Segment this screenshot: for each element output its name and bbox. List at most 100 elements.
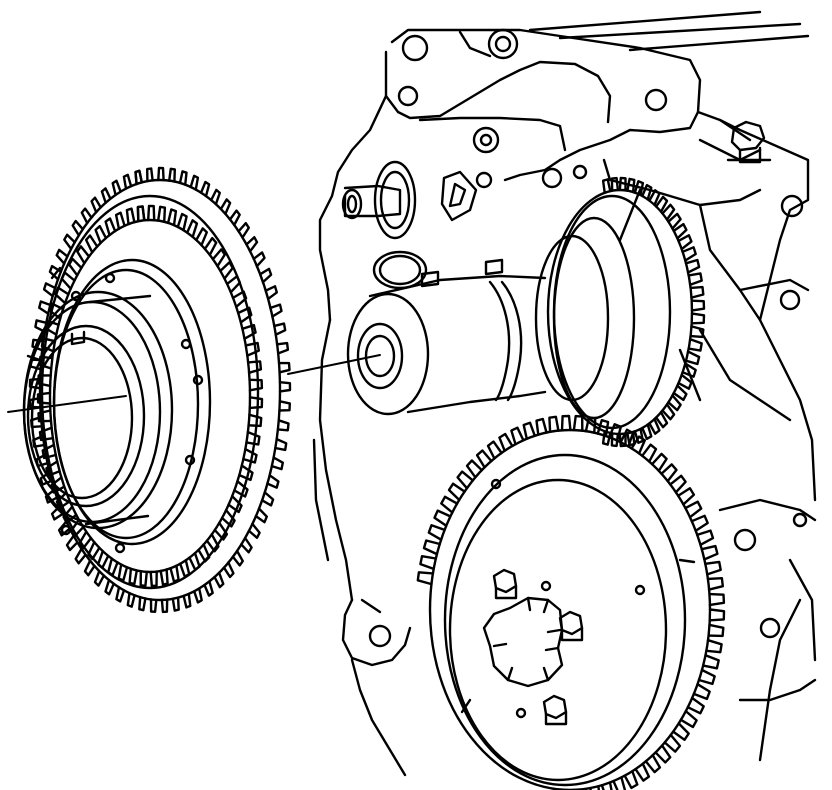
upper-gear-tooth (677, 373, 693, 390)
upper-gear-tooth (626, 430, 636, 447)
sprocket-tooth (213, 521, 229, 541)
reluctor-tooth (71, 219, 84, 237)
reluctor-tooth (270, 456, 284, 471)
sprocket-tooth (247, 413, 263, 428)
upper-gear-tooth (687, 272, 703, 286)
upper-gear-tooth (672, 222, 688, 240)
sprocket-tooth (38, 426, 55, 442)
upper-gear-tooth (601, 178, 612, 194)
reluctor-tooth (199, 180, 211, 198)
sprocket-tooth (238, 464, 254, 482)
lower-gear-tooth (584, 416, 597, 434)
upper-gear-tooth (654, 411, 669, 429)
lower-gear-tooth (690, 514, 709, 532)
reluctor-tooth (171, 596, 180, 612)
lower-gear-tooth (696, 529, 715, 546)
lower-gear-tooth (498, 432, 514, 452)
upper-gear-tooth (648, 417, 661, 435)
lower-gear-tooth (684, 500, 703, 519)
lower-gear-tooth (660, 463, 678, 483)
reluctor-tooth (182, 592, 192, 609)
sprocket-tooth (36, 391, 52, 405)
upper-gear-tooth (681, 246, 697, 262)
sprocket-tooth (242, 447, 258, 464)
reluctor-tooth (228, 209, 241, 227)
lower-gear-tooth (679, 709, 698, 729)
sprocket-tooth (78, 530, 93, 550)
reluctor-tooth (278, 400, 291, 412)
lower-gear-tooth (440, 495, 459, 514)
sprocket-tooth (114, 211, 126, 230)
upper-gear-tooth (689, 285, 705, 299)
upper-gear-tooth (681, 362, 697, 378)
reluctor-tooth (80, 207, 93, 225)
reluctor-tooth (222, 561, 235, 579)
lower-gear-tooth (708, 592, 726, 607)
lower-gear-tooth (669, 474, 687, 494)
sprocket-tooth (54, 286, 70, 305)
reluctor-tooth (28, 396, 42, 409)
reluctor-tooth (146, 167, 154, 183)
reluctor-tooth (115, 586, 126, 603)
sprocket-tooth (248, 378, 264, 392)
sprocket-tooth (139, 570, 148, 587)
lower-gear-tooth (677, 487, 696, 506)
reluctor-tooth (203, 580, 214, 597)
upper-gear-tooth (601, 430, 612, 446)
sprocket-tooth (197, 543, 211, 563)
lower-gear-tooth (416, 571, 435, 586)
reluctor-tooth (247, 522, 261, 539)
reluctor-tooth (134, 169, 143, 186)
reluctor-tooth (237, 222, 250, 239)
reluctor-tooth (273, 322, 287, 336)
lower-gear-tooth (619, 428, 635, 448)
reluctor-tooth (258, 267, 273, 284)
sprocket-tooth (117, 563, 129, 582)
lower-gear-tooth (697, 668, 716, 686)
sprocket-tooth (203, 236, 218, 257)
sprocket-tooth (69, 518, 85, 538)
reluctor-tooth (74, 547, 87, 565)
reluctor-tooth (240, 536, 253, 554)
reluctor-tooth (138, 595, 147, 612)
sprocket-tooth (41, 443, 57, 460)
sprocket-tooth (205, 533, 220, 553)
reluctor-tooth (219, 198, 232, 216)
lower-gear-tooth (704, 560, 722, 576)
lower-gear-tooth (456, 470, 474, 490)
reluctor-tooth (157, 166, 165, 182)
alignment-leader-line (7, 354, 381, 413)
sprocket-tooth (219, 261, 234, 280)
reluctor-tooth (213, 571, 225, 589)
lower-gear-tooth (706, 577, 724, 591)
reluctor-tooth (231, 549, 244, 567)
lower-gear-tooth (465, 459, 483, 479)
upper-gear-tooth (648, 189, 661, 207)
lower-gear-tooth (522, 421, 536, 440)
reluctor-tooth (252, 251, 266, 268)
upper-gear-tooth (654, 195, 669, 213)
reluctor-tooth (100, 187, 112, 204)
sprocket-tooth (227, 495, 243, 514)
lower-gear-tooth (630, 435, 646, 455)
sprocket-tooth (176, 212, 188, 232)
lower-gear-tooth (475, 449, 493, 469)
upper-gear-tooth (689, 325, 705, 339)
sprocket-tooth (233, 480, 249, 498)
reluctor-tooth (274, 437, 288, 452)
sprocket-tooth (225, 275, 242, 294)
reluctor-tooth (83, 559, 96, 577)
lower-gear-tooth (447, 482, 466, 502)
lower-gear-tooth (641, 443, 658, 463)
sprocket-tooth (220, 508, 236, 528)
lower-gear-tooth (702, 654, 720, 670)
sprocket-tooth (195, 227, 208, 247)
sprocket-tooth (186, 219, 199, 239)
reluctor-tooth (93, 569, 106, 587)
lower-gear-tooth (672, 722, 690, 741)
reluctor-tooth (254, 507, 268, 524)
sprocket-tooth (149, 570, 158, 588)
lower-gear-tooth (654, 744, 672, 764)
reluctor-tooth (266, 474, 280, 489)
